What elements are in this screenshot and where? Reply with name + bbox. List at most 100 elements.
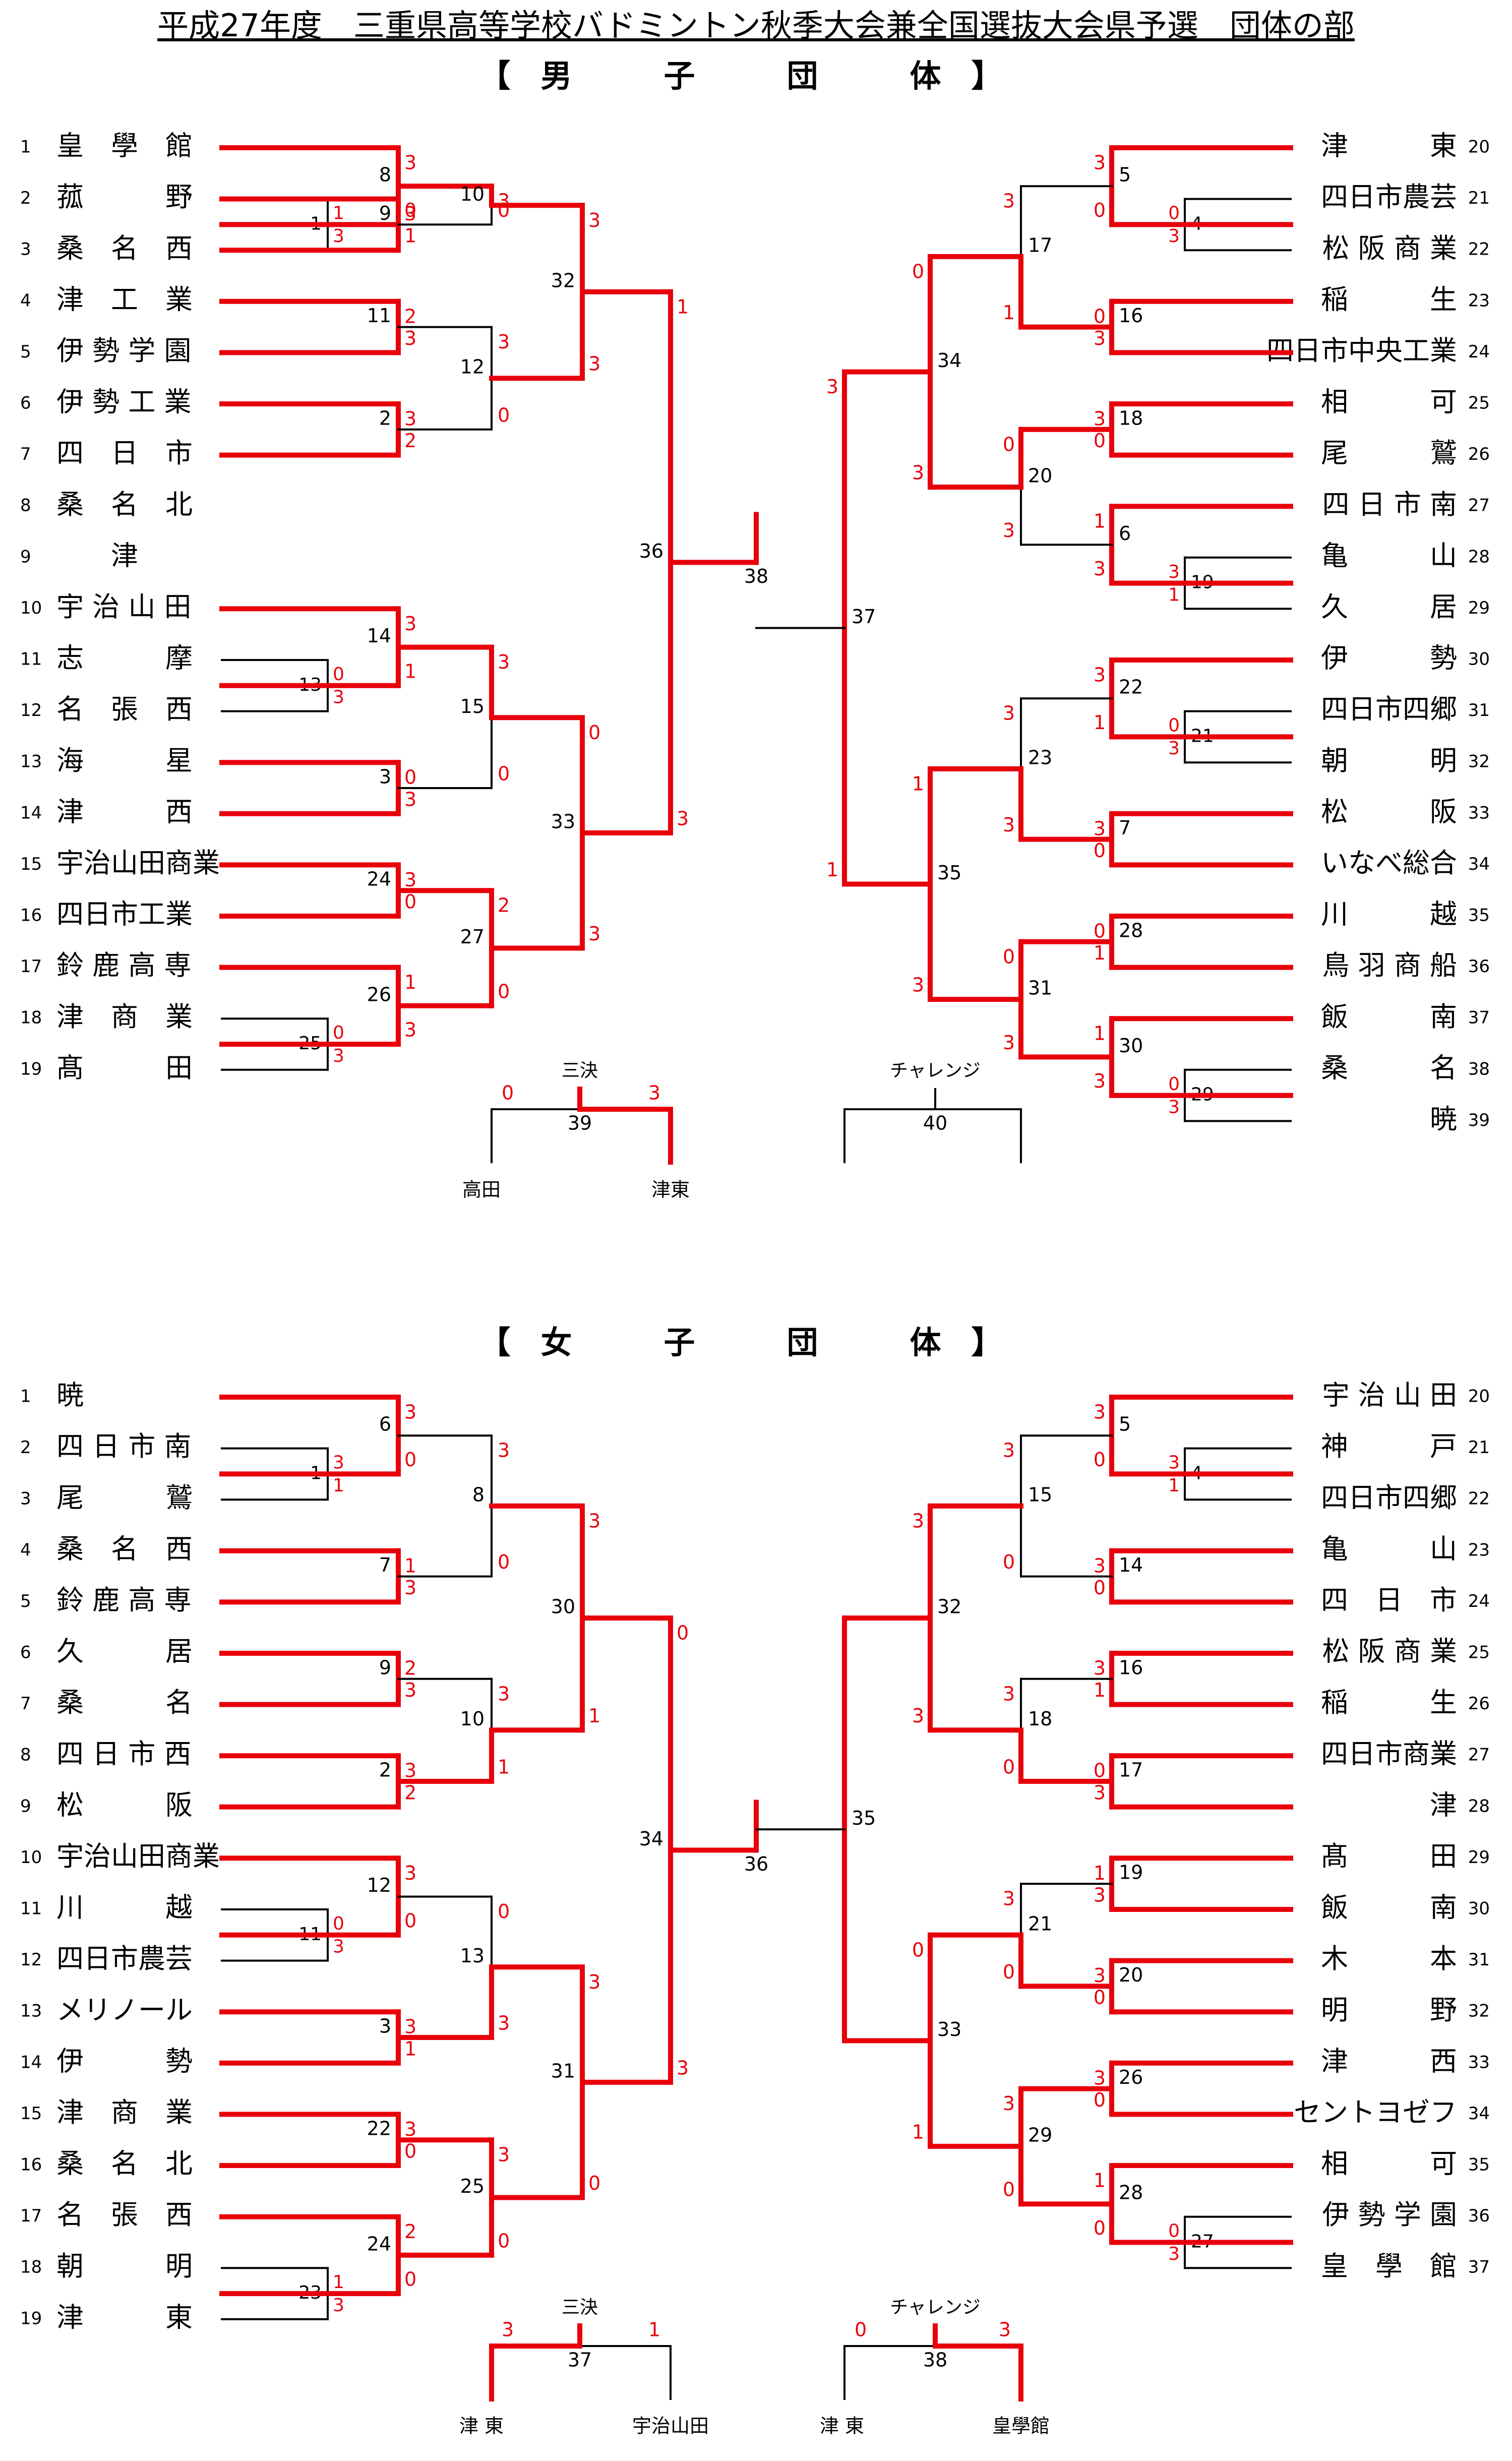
seed-number: 38 xyxy=(1468,1059,1490,1079)
team-name: 桑 名 xyxy=(1321,1052,1457,1084)
match-number: 26 xyxy=(367,983,391,1005)
match-number: 30 xyxy=(551,1596,575,1618)
score: 3 xyxy=(404,2016,416,2038)
seed-number: 13 xyxy=(20,2001,42,2021)
score: 3 xyxy=(648,1082,660,1104)
score: 3 xyxy=(333,226,344,247)
score: 1 xyxy=(1094,2170,1106,2192)
seed-number: 20 xyxy=(1468,137,1490,157)
match-number: 20 xyxy=(1119,1964,1143,1986)
seed-number: 8 xyxy=(20,496,31,516)
score: 0 xyxy=(404,891,416,913)
match-number: 31 xyxy=(1028,977,1052,999)
score: 3 xyxy=(588,1510,600,1532)
score: 1 xyxy=(912,772,924,795)
match-number: 17 xyxy=(1028,234,1052,256)
team-name: セントヨゼフ xyxy=(1294,2096,1457,2128)
score: 0 xyxy=(1003,945,1015,968)
match-number: 5 xyxy=(1119,1413,1131,1435)
score: 1 xyxy=(1094,1862,1106,1884)
score: 3 xyxy=(333,1937,344,1957)
score: 1 xyxy=(333,2272,344,2293)
team-name: 四日市工業 xyxy=(56,898,193,930)
team-name: 皇 學 館 xyxy=(1321,2250,1457,2282)
seed-number: 32 xyxy=(1468,2001,1490,2021)
score: 3 xyxy=(1168,1097,1180,1117)
score: 3 xyxy=(404,1401,416,1423)
seed-number: 36 xyxy=(1468,2206,1490,2226)
seed-number: 29 xyxy=(1468,598,1490,618)
score: 0 xyxy=(1094,1577,1106,1599)
match-number: 34 xyxy=(937,349,961,372)
team-name: 宇 治 山 田 xyxy=(1322,1379,1458,1411)
seed-number: 35 xyxy=(1468,906,1490,926)
match-number: 10 xyxy=(460,1708,485,1730)
seed-number: 15 xyxy=(20,854,42,874)
score: 3 xyxy=(588,1971,600,1993)
match-number: 38 xyxy=(744,565,768,587)
score: 3 xyxy=(588,353,600,375)
score: 3 xyxy=(1003,519,1015,542)
seed-number: 5 xyxy=(20,342,31,362)
score: 0 xyxy=(1094,2089,1106,2111)
score: 3 xyxy=(498,1683,510,1705)
match-number: 7 xyxy=(379,1554,391,1576)
score: 0 xyxy=(1003,1961,1015,1983)
seed-number: 31 xyxy=(1468,1950,1490,1970)
team-name: 伊 勢 xyxy=(56,2045,193,2077)
match-number: 16 xyxy=(1119,305,1143,327)
score: 3 xyxy=(1094,1070,1106,1092)
score: 0 xyxy=(502,1082,514,1104)
seed-number: 8 xyxy=(20,1745,31,1765)
match-number: 36 xyxy=(744,1853,768,1875)
score: 0 xyxy=(333,1913,344,1934)
seed-number: 30 xyxy=(1468,649,1490,670)
team-name: 四 日 市 西 xyxy=(56,1738,192,1770)
seed-number: 6 xyxy=(20,1643,31,1663)
match-number: 25 xyxy=(460,2175,485,2197)
third-place-label: 三決 xyxy=(562,1060,598,1081)
seed-number: 37 xyxy=(1468,2257,1490,2277)
score: 3 xyxy=(404,1019,416,1041)
score: 3 xyxy=(1094,1781,1106,1804)
match-number: 12 xyxy=(367,1874,391,1896)
score: 0 xyxy=(912,260,924,282)
score: 1 xyxy=(648,2319,660,2341)
match-number: 13 xyxy=(460,1945,485,1967)
seed-number: 30 xyxy=(1468,1899,1490,1919)
score: 3 xyxy=(1168,2244,1180,2264)
seed-number: 26 xyxy=(1468,1694,1490,1714)
match-number: 22 xyxy=(1119,676,1143,698)
match-number: 37 xyxy=(852,606,876,628)
team-name: 四日市農芸 xyxy=(1321,181,1457,213)
score: 3 xyxy=(404,869,416,891)
score: 3 xyxy=(1003,1032,1015,1054)
score: 3 xyxy=(999,2319,1011,2341)
team-name: 尾 鷲 xyxy=(56,1482,193,1514)
score: 3 xyxy=(1094,408,1106,430)
match-number: 16 xyxy=(1119,1656,1143,1678)
score: 3 xyxy=(1168,1453,1180,1473)
team-name: 亀 山 xyxy=(1321,539,1457,571)
match-number: 14 xyxy=(367,625,391,647)
score: 1 xyxy=(404,2037,416,2060)
team-name: 名 張 西 xyxy=(56,2199,193,2231)
score: 2 xyxy=(498,894,510,917)
team-name: 明 野 xyxy=(1321,1994,1457,2026)
team-name: 鈴 鹿 高 専 xyxy=(56,949,192,981)
score: 0 xyxy=(333,664,344,685)
team-name: 津 工 業 xyxy=(56,283,193,315)
seed-number: 4 xyxy=(20,290,31,311)
match-number: 14 xyxy=(1119,1554,1143,1576)
score: 3 xyxy=(404,1862,416,1884)
team-name: 桑 名 西 xyxy=(56,1533,193,1565)
seed-number: 3 xyxy=(20,239,31,260)
team-name: 松 阪 商 業 xyxy=(1322,232,1458,264)
seed-number: 10 xyxy=(20,598,42,618)
seed-number: 9 xyxy=(20,1796,31,1816)
score: 0 xyxy=(498,980,510,1002)
team-name: 鈴 鹿 高 専 xyxy=(56,1584,192,1616)
team-name: 鳥 羽 商 船 xyxy=(1322,949,1458,981)
team-name: 川 越 xyxy=(56,1892,193,1924)
team-name: 亀 山 xyxy=(1321,1533,1457,1565)
